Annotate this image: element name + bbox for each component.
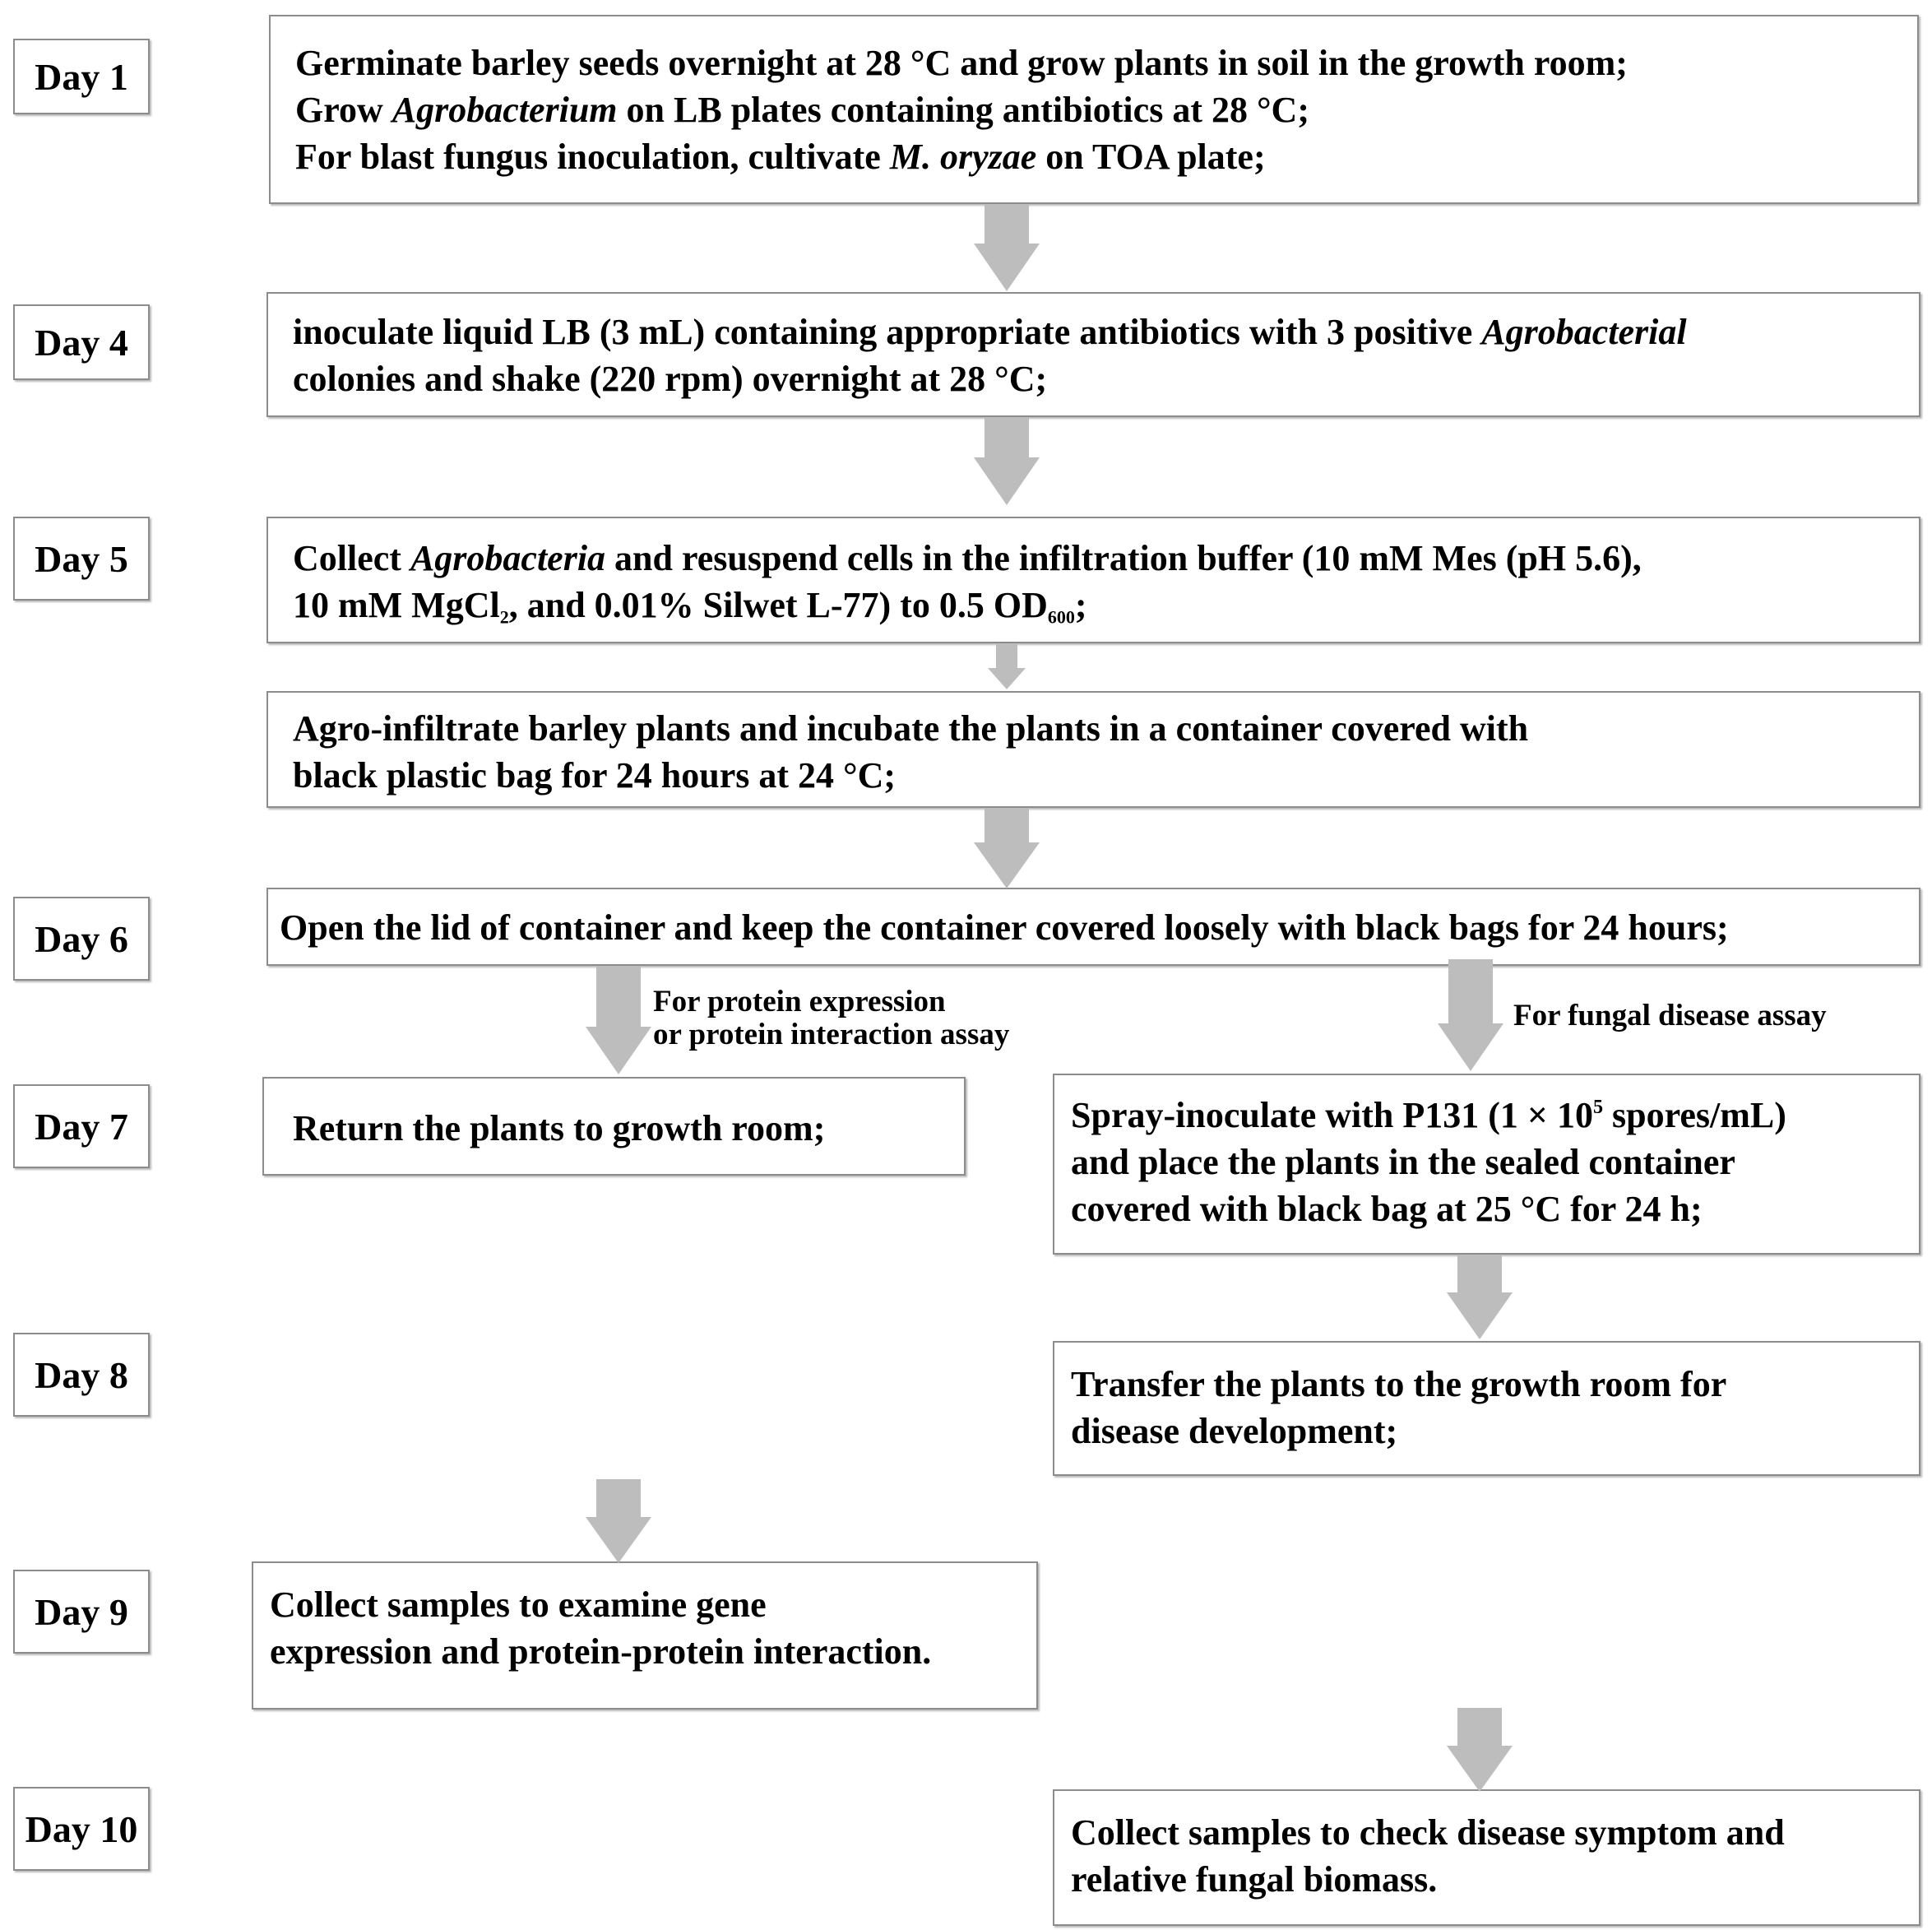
step-germinate: Germinate barley seeds overnight at 28 °…	[269, 15, 1919, 204]
step-agro-infiltrate: Agro-infiltrate barley plants and incuba…	[266, 691, 1920, 808]
arrow-to-collect-gene	[586, 1479, 651, 1563]
step-collect-gene-line-1: Collect samples to examine gene	[270, 1584, 767, 1625]
arrow-day1-to-day4	[974, 204, 1040, 291]
branch-label-fungal: For fungal disease assay	[1513, 999, 1827, 1032]
step-collect-agro: Collect Agrobacteria and resuspend cells…	[266, 517, 1920, 643]
arrow-to-collect-disease	[1447, 1708, 1513, 1792]
day-label-10: Day 10	[13, 1787, 150, 1871]
step-spray-inoculate-line-2: and place the plants in the sealed conta…	[1071, 1142, 1735, 1183]
step-transfer-plants-line-1: Transfer the plants to the growth room f…	[1071, 1364, 1727, 1404]
day-label-7: Day 7	[13, 1084, 150, 1168]
day-label-9: Day 9	[13, 1570, 150, 1654]
agrobacterium-term: Agrobacterium	[391, 90, 618, 131]
step-germinate-line-1: Germinate barley seeds overnight at 28 °…	[295, 43, 1628, 83]
step-germinate-line-2: Grow Agrobacterium on LB plates containi…	[295, 90, 1309, 131]
step-agro-infiltrate-line-1: Agro-infiltrate barley plants and incuba…	[293, 708, 1529, 749]
step-collect-agro-line-2: 10 mM MgCl2, and 0.01% Silwet L-77) to 0…	[293, 585, 1087, 628]
step-return-plants-line-1: Return the plants to growth room;	[293, 1108, 826, 1148]
step-inoculate-lb-line-1: inoculate liquid LB (3 mL) containing ap…	[293, 312, 1687, 352]
day-label-8: Day 8	[13, 1333, 150, 1417]
agrobacteria-term: Agrobacteria	[410, 538, 606, 578]
step-spray-inoculate-line-1: Spray-inoculate with P131 (1 × 105 spore…	[1071, 1095, 1786, 1135]
branch-label-protein-line-1: For protein expression	[653, 985, 946, 1018]
day-label-1: Day 1	[13, 39, 150, 114]
step-spray-inoculate: Spray-inoculate with P131 (1 × 105 spore…	[1053, 1074, 1920, 1255]
arrow-day6-to-return	[586, 966, 651, 1074]
step-collect-disease: Collect samples to check disease symptom…	[1053, 1789, 1920, 1926]
step-spray-inoculate-line-3: covered with black bag at 25 °C for 24 h…	[1071, 1189, 1703, 1230]
branch-label-protein-line-2: or protein interaction assay	[653, 1017, 1010, 1051]
day-label-4: Day 4	[13, 304, 150, 380]
step-collect-disease-line-1: Collect samples to check disease symptom…	[1071, 1812, 1785, 1853]
arrow-day6-to-spray	[1438, 959, 1503, 1071]
arrow-infiltrate-to-day6	[974, 808, 1040, 888]
step-collect-gene-line-2: expression and protein-protein interacti…	[270, 1631, 932, 1673]
arrow-day5-to-infiltrate	[988, 643, 1026, 689]
step-open-lid: Open the lid of container and keep the c…	[266, 888, 1920, 966]
arrow-spray-to-transfer	[1447, 1255, 1513, 1339]
step-agro-infiltrate-line-2: black plastic bag for 24 hours at 24 °C;	[293, 755, 897, 796]
day-label-6: Day 6	[13, 897, 150, 981]
step-inoculate-lb: inoculate liquid LB (3 mL) containing ap…	[266, 292, 1920, 417]
branch-label-protein: For protein expression or protein intera…	[653, 986, 1009, 1051]
day-label-5: Day 5	[13, 517, 150, 601]
step-inoculate-lb-line-2: colonies and shake (220 rpm) overnight a…	[293, 359, 1048, 400]
step-return-plants: Return the plants to growth room;	[262, 1077, 966, 1176]
agrobacterial-term: Agrobacterial	[1481, 312, 1687, 352]
step-collect-disease-line-2: relative fungal biomass.	[1071, 1859, 1438, 1900]
step-germinate-line-3: For blast fungus inoculation, cultivate …	[295, 137, 1266, 178]
step-collect-agro-line-1: Collect Agrobacteria and resuspend cells…	[293, 538, 1642, 578]
arrow-day4-to-day5	[974, 417, 1040, 505]
step-transfer-plants: Transfer the plants to the growth room f…	[1053, 1341, 1920, 1476]
m-oryzae-term: M. oryzae	[889, 137, 1037, 178]
step-open-lid-line-1: Open the lid of container and keep the c…	[280, 907, 1729, 948]
step-collect-gene: Collect samples to examine gene expressi…	[252, 1561, 1038, 1710]
step-transfer-plants-line-2: disease development;	[1071, 1411, 1398, 1452]
